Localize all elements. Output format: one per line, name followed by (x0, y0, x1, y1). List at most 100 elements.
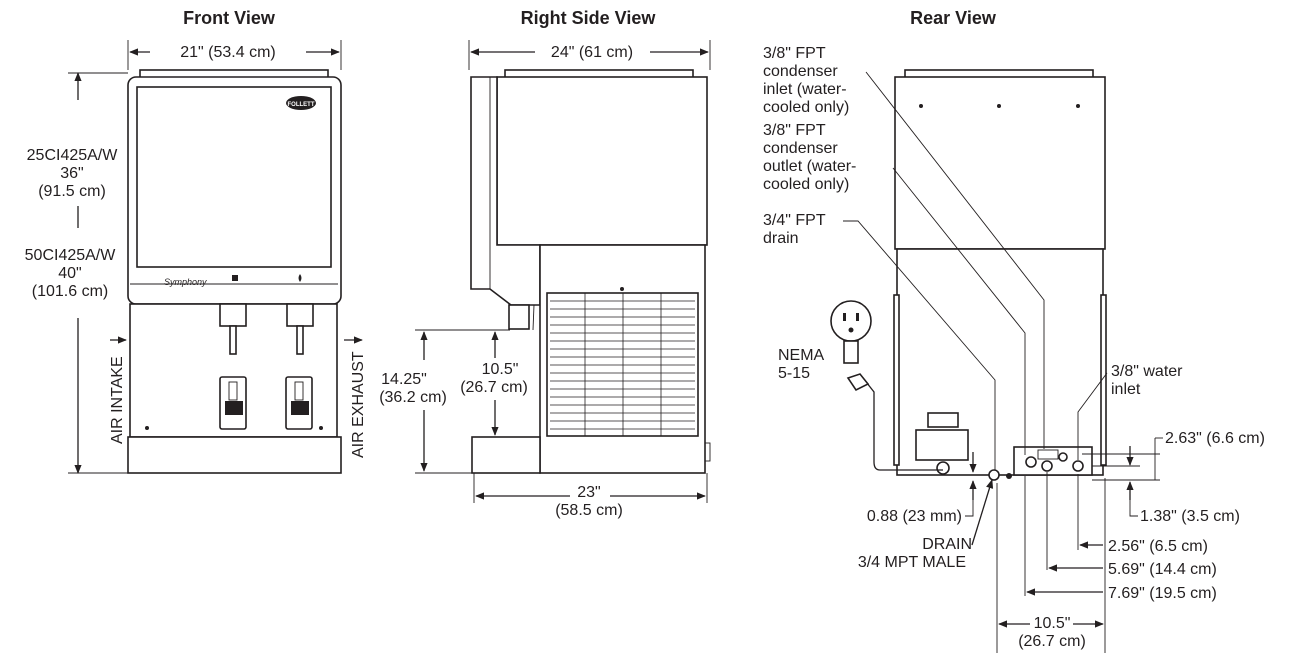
dim-088-leader (965, 500, 974, 517)
drain-male-line-2: 3/4 MPT MALE (858, 554, 966, 571)
dim-105-inches: 10.5" (1034, 615, 1071, 632)
height-50-model: 50CI425A/W (25, 247, 117, 264)
front-screw-right (319, 426, 323, 430)
water-inlet-line-1: 3/8" water (1111, 363, 1183, 380)
right-dispenser (285, 303, 314, 430)
front-drip-tray (127, 436, 342, 474)
side-base-cm: (58.5 cm) (555, 502, 623, 519)
rear-screw-2 (997, 104, 1001, 108)
nema-line-2: 5-15 (778, 365, 810, 382)
cond-outlet-leader (892, 167, 1026, 455)
cond-inlet-line-1: 3/8" FPT (763, 45, 826, 62)
drain-male-arrow (971, 479, 994, 546)
rear-view-title: Rear View (910, 8, 997, 28)
side-dispenser-nozzle (508, 304, 530, 330)
height-50-cm: (101.6 cm) (32, 283, 108, 300)
rear-view: Rear View NEMA 5-15 3/8" FPT condens (763, 8, 1265, 658)
dim-256-label: 2.56" (6.5 cm) (1108, 538, 1208, 555)
dim-569-label: 5.69" (14.4 cm) (1108, 561, 1217, 578)
power-cord (862, 377, 943, 471)
left-dispenser-lever (228, 381, 238, 401)
dim-10-inches: 10.5" (482, 361, 519, 378)
side-drip-tray (471, 436, 541, 474)
side-base-inches: 23" (577, 484, 600, 501)
dim-14-inches: 14.25" (381, 371, 427, 388)
height-25-model: 25CI425A/W (27, 147, 119, 164)
cond-outlet-line-1: 3/8" FPT (763, 122, 826, 139)
right-dispenser-chute (296, 325, 304, 355)
dim-105-cm: (26.7 cm) (1018, 633, 1086, 650)
front-door-panel (136, 86, 332, 268)
dim-769-label: 7.69" (19.5 cm) (1108, 585, 1217, 602)
water-inlet-line-2: inlet (1111, 381, 1141, 398)
left-dispenser-head (219, 303, 247, 327)
dim-088-label: 0.88 (23 mm) (867, 508, 962, 525)
nema-outlet-icon (830, 300, 872, 342)
right-dispenser-head (286, 303, 314, 327)
cond-outlet-line-3: outlet (water- (763, 158, 856, 175)
fitting-bracket (1037, 449, 1059, 460)
drain-fpt-line-2: drain (763, 230, 799, 247)
side-dispenser-stem (532, 304, 535, 331)
side-rear-fitting (704, 442, 711, 462)
front-view-title: Front View (183, 8, 276, 28)
follett-logo (286, 96, 316, 110)
water-inlet-leader (1077, 372, 1108, 460)
cond-inlet-line-4: cooled only) (763, 99, 849, 116)
outlet-slot-left (843, 313, 846, 321)
side-view-title: Right Side View (521, 8, 657, 28)
rear-label-small (927, 412, 959, 428)
rear-side-rail-left (893, 294, 900, 466)
symphony-script: Symphony (164, 277, 207, 287)
dim-14-cm: (36.2 cm) (379, 389, 447, 406)
side-view: Right Side View 24" (61 cm) 14.25" (36.2… (379, 8, 711, 519)
dim-10-cm: (26.7 cm) (460, 379, 528, 396)
rear-upper-cabinet (894, 76, 1106, 250)
drain-fpt-leader (843, 220, 996, 470)
left-dispenser-cup-icon (225, 401, 243, 415)
grill-slats (550, 300, 695, 430)
right-dispenser-cup-icon (291, 401, 309, 415)
nema-outlet-stem (843, 340, 859, 364)
drain-male-line-1: DRAIN (922, 536, 972, 553)
side-depth-top-label: 24" (61 cm) (551, 44, 633, 61)
left-dispenser-chute (229, 325, 237, 355)
fitting-3-icon (1058, 452, 1068, 462)
height-25-cm: (91.5 cm) (38, 183, 106, 200)
cond-outlet-line-4: cooled only) (763, 176, 849, 193)
power-plug-icon (846, 373, 870, 392)
side-screw (620, 287, 624, 291)
side-upper-cabinet (496, 76, 708, 246)
nema-line-1: NEMA (778, 347, 825, 364)
air-exhaust-label: AIR EXHAUST (350, 351, 367, 458)
fitting-1-icon (1025, 456, 1037, 468)
dim-138-label: 1.38" (3.5 cm) (1140, 508, 1240, 525)
drain-fitting-icon (988, 469, 1000, 481)
power-grommet-icon (936, 461, 950, 475)
outlet-slot-right (856, 313, 859, 321)
rear-screw-3 (1076, 104, 1080, 108)
side-vent-grill (546, 292, 699, 437)
height-25-inches: 36" (60, 165, 83, 182)
drain-dot-icon (1006, 473, 1012, 479)
outlet-ground (848, 327, 854, 333)
cond-inlet-line-2: condenser (763, 63, 838, 80)
water-button-icon (298, 274, 302, 282)
dim-138-leader (1129, 500, 1138, 517)
drain-fpt-line-1: 3/4" FPT (763, 212, 826, 229)
right-dispenser-lever (294, 381, 304, 401)
air-intake-label: AIR INTAKE (109, 356, 126, 444)
dim-263-label: 2.63" (6.6 cm) (1165, 430, 1265, 447)
cond-inlet-line-3: inlet (water- (763, 81, 847, 98)
fitting-2-icon (1041, 460, 1053, 472)
height-50-inches: 40" (58, 265, 81, 282)
cond-inlet-leader (865, 71, 1045, 449)
rear-screw-1 (919, 104, 923, 108)
cond-outlet-line-2: condenser (763, 140, 838, 157)
left-dispenser (219, 303, 247, 430)
ice-button-icon (232, 275, 238, 281)
rear-label-large (915, 429, 969, 461)
follett-logo-text: FOLLETT (288, 102, 315, 108)
